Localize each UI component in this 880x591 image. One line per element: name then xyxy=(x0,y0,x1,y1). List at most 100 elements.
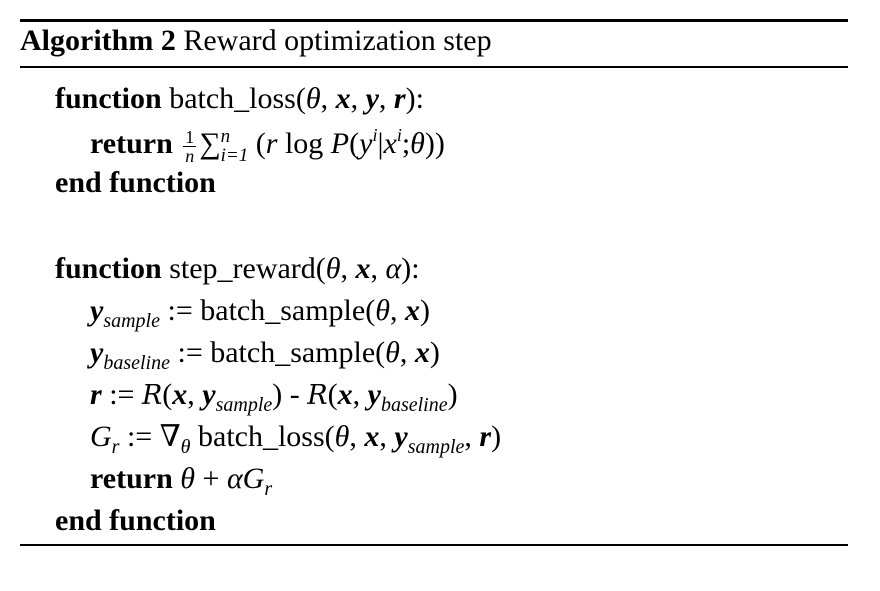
text: ): xyxy=(405,82,424,115)
text: ; xyxy=(401,127,411,160)
math-symbol: x xyxy=(383,127,397,160)
fraction-numerator: 1 xyxy=(183,127,197,147)
algorithm-line: function step_reward(θ, x, α): xyxy=(55,254,420,284)
superscript: i xyxy=(396,125,402,145)
keyword: function xyxy=(55,82,162,115)
math-symbol: θ xyxy=(180,462,196,495)
algorithm-label: Algorithm 2 xyxy=(20,24,176,57)
text: , xyxy=(349,420,365,453)
math-vector: r xyxy=(479,420,492,453)
math-vector: y xyxy=(202,378,216,411)
text: ) xyxy=(447,378,458,411)
text: )) xyxy=(424,127,445,160)
math-symbol: G xyxy=(90,420,112,453)
text: ) xyxy=(429,336,440,369)
text: := xyxy=(101,378,142,411)
math-symbol: θ xyxy=(325,252,341,285)
math-calligraphic: R xyxy=(307,380,328,411)
subscript: sample xyxy=(407,436,465,458)
algorithm-line: ysample := batch_sample(θ, x) xyxy=(90,294,430,332)
text: , xyxy=(378,82,394,115)
text: , xyxy=(187,378,203,411)
algorithm-line: end function xyxy=(55,168,216,198)
math-vector: x xyxy=(355,252,371,285)
text: , xyxy=(379,420,395,453)
math-vector: y xyxy=(394,420,408,453)
math-vector: y xyxy=(365,82,379,115)
text: step_reward( xyxy=(161,252,326,285)
math-vector: x xyxy=(404,294,420,327)
math-symbol: θ xyxy=(375,294,390,327)
text: , xyxy=(350,82,366,115)
text: ) - xyxy=(272,378,308,411)
math-vector: y xyxy=(367,378,381,411)
keyword: function xyxy=(55,252,162,285)
text xyxy=(173,127,181,160)
text: ) xyxy=(419,294,430,327)
text: := batch_sample( xyxy=(160,294,376,327)
algorithm-line: return θ + αGr xyxy=(90,462,273,500)
keyword: return xyxy=(90,127,173,160)
math-symbol: θ xyxy=(385,336,400,369)
math-symbol: y xyxy=(359,127,373,160)
math-vector: r xyxy=(90,378,102,411)
math-calligraphic: R xyxy=(141,380,163,411)
math-symbol: P xyxy=(330,127,350,160)
text: := batch_sample( xyxy=(169,336,386,369)
text: batch_loss( xyxy=(161,82,306,115)
math-symbol: θ xyxy=(305,82,321,115)
text: log xyxy=(277,127,331,160)
summation-upper: n xyxy=(220,126,231,147)
text: ( xyxy=(349,127,360,160)
text: ) xyxy=(491,420,502,453)
math-vector: x xyxy=(172,378,188,411)
subscript: sample xyxy=(215,394,273,416)
math-vector: x xyxy=(335,82,351,115)
algorithm-caption: Algorithm 2 Reward optimization step xyxy=(20,24,492,58)
text: , xyxy=(320,82,336,115)
math-symbol: θ xyxy=(334,420,350,453)
text: | xyxy=(377,127,384,160)
subscript: r xyxy=(264,478,273,500)
text: , xyxy=(464,420,480,453)
keyword: return xyxy=(90,462,173,495)
subscript: baseline xyxy=(380,394,448,416)
keyword: end function xyxy=(55,504,216,537)
caption-rule xyxy=(20,66,848,68)
text: , xyxy=(370,252,386,285)
math-symbol: θ xyxy=(410,127,425,160)
math-vector: y xyxy=(90,294,104,327)
text: ( xyxy=(162,378,173,411)
text: + xyxy=(195,462,227,495)
text: , xyxy=(389,294,405,327)
text: , xyxy=(399,336,415,369)
bottom-rule xyxy=(20,544,848,546)
math-vector: r xyxy=(393,82,406,115)
keyword: end function xyxy=(55,166,216,199)
algorithm-line: end function xyxy=(55,506,216,536)
text: ( xyxy=(248,127,266,160)
text: ): xyxy=(401,252,420,285)
text: , xyxy=(340,252,356,285)
top-rule xyxy=(20,19,848,22)
math-vector: x xyxy=(337,378,353,411)
subscript: θ xyxy=(180,436,191,458)
subscript: sample xyxy=(103,310,160,332)
summation-symbol: ∑ xyxy=(199,127,221,160)
text: , xyxy=(352,378,368,411)
algorithm-line: Gr := ∇θ batch_loss(θ, x, ysample, r) xyxy=(90,420,502,458)
algorithm-line: function batch_loss(θ, x, y, r): xyxy=(55,84,424,114)
text: batch_loss( xyxy=(190,420,335,453)
math-vector: x xyxy=(414,336,430,369)
text: := ∇ xyxy=(119,420,181,453)
subscript: baseline xyxy=(103,352,170,374)
math-symbol: αG xyxy=(226,462,265,495)
math-symbol: α xyxy=(385,252,402,285)
summation-lower: i=1 xyxy=(220,145,249,166)
math-vector: y xyxy=(90,336,104,369)
algorithm-title: Reward optimization step xyxy=(183,24,492,57)
algorithm-line: ybaseline := batch_sample(θ, x) xyxy=(90,336,440,374)
